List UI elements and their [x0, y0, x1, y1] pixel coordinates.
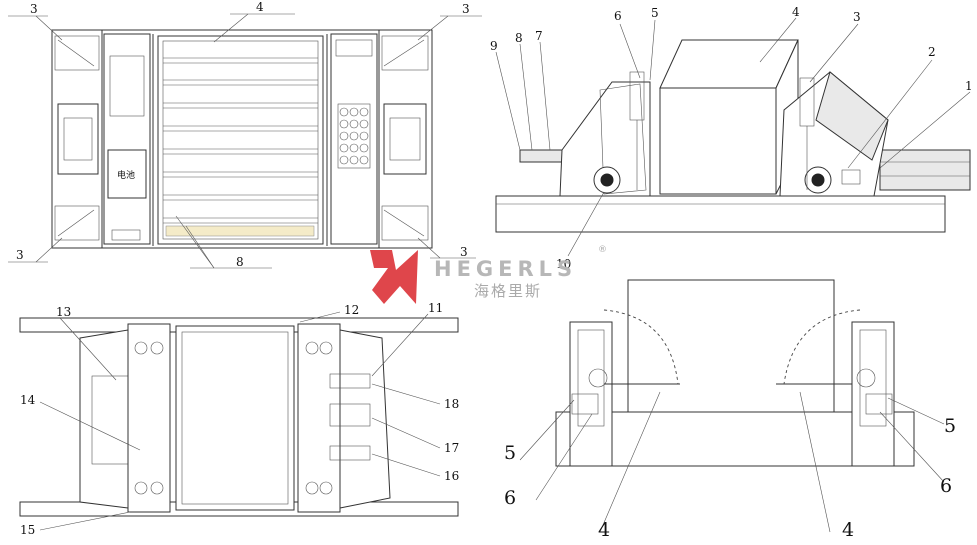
label-14: 14 [20, 393, 36, 407]
registered-mark: ® [598, 245, 607, 255]
label-12: 12 [344, 303, 359, 317]
label-10: 10 [556, 257, 571, 271]
label-9: 9 [490, 39, 498, 53]
top-view-plan: 电池 [8, 0, 482, 269]
label-3-top-right: 3 [462, 2, 470, 16]
cab-text: 电池 [117, 169, 135, 181]
perspective-view: 6 5 4 3 2 1 9 8 7 10 [490, 5, 973, 271]
label-7: 7 [535, 29, 543, 43]
label-5-right: 5 [944, 415, 956, 437]
label-16: 16 [444, 469, 459, 483]
label-2: 2 [928, 45, 936, 59]
brand-logo-icon [370, 250, 418, 304]
label-15: 15 [20, 523, 35, 537]
label-1: 1 [965, 79, 973, 93]
label-3-bottom-left: 3 [16, 248, 24, 262]
brand-cn: 海格里斯 [474, 282, 542, 300]
label-6-left: 6 [504, 487, 516, 509]
label-8: 8 [236, 255, 244, 269]
battery-box [107, 149, 147, 199]
label-4-right: 4 [842, 519, 854, 541]
label-5-left: 5 [504, 442, 516, 464]
label-4-left: 4 [598, 519, 610, 541]
label-3-bottom-right: 3 [460, 245, 468, 259]
label-17: 17 [444, 441, 459, 455]
label-3: 3 [853, 10, 861, 24]
label-4: 4 [792, 5, 800, 19]
brand-watermark: HEGERLS ® 海格里斯 [370, 245, 607, 304]
label-13: 13 [56, 305, 71, 319]
central-box [157, 35, 324, 245]
label-11: 11 [428, 301, 443, 315]
label-6-right: 6 [940, 475, 952, 497]
label-6: 6 [614, 9, 622, 23]
bottom-plan-view: 13 12 11 14 18 17 16 15 [19, 301, 459, 537]
label-8: 8 [515, 31, 523, 45]
label-4-top: 4 [256, 0, 264, 14]
brand-text: HEGERLS [434, 257, 577, 281]
label-5: 5 [651, 6, 659, 20]
label-18: 18 [444, 397, 459, 411]
label-3-top-left: 3 [30, 2, 38, 16]
section-view: 5 5 6 6 4 4 [504, 279, 956, 541]
